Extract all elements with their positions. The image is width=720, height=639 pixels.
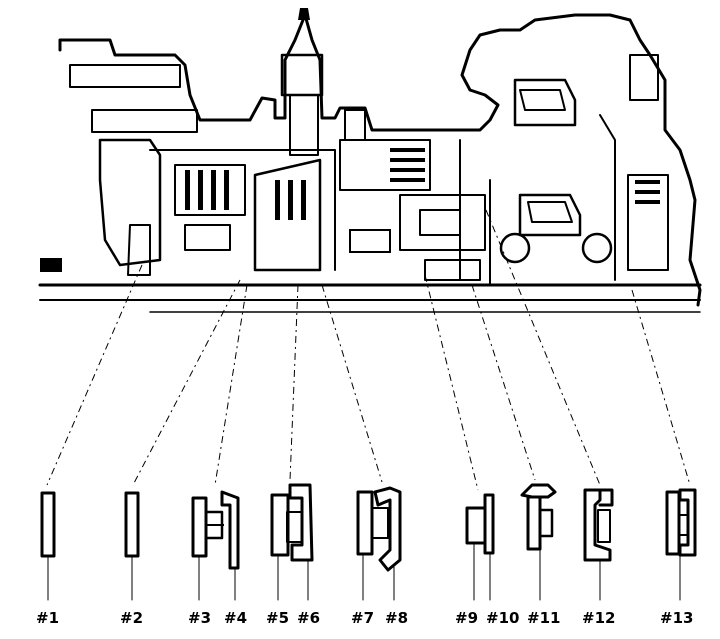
label-4: #4: [224, 609, 247, 627]
leader-line-4: [289, 284, 299, 481]
label-10: #10: [486, 609, 519, 627]
label-8: #8: [385, 609, 408, 627]
leader-lines: [46, 209, 691, 491]
bearing-12-shape: [583, 488, 614, 562]
bearing-13-shape: [665, 488, 697, 557]
label-3: #3: [188, 609, 211, 627]
clutch-pack-left: [174, 164, 246, 251]
bearing-details: [40, 483, 697, 601]
bearing-9-10-shape: [465, 493, 495, 555]
tapered-bearings: [499, 78, 613, 264]
label-6: #6: [297, 609, 320, 627]
bearing-labels: #1 #2 #3 #4 #5 #6 #7 #8 #9 #10 #11 #12 #…: [36, 609, 693, 627]
leader-line-1: [46, 264, 143, 486]
bushing-1-shape: [40, 491, 56, 558]
leader-line-7: [471, 284, 536, 481]
leader-line-6: [424, 274, 479, 491]
label-2: #2: [120, 609, 143, 627]
clutch-pack-middle: [253, 158, 322, 272]
label-9: #9: [455, 609, 478, 627]
label-1: #1: [36, 609, 59, 627]
leader-line-5: [321, 284, 383, 483]
leader-line-3: [214, 284, 248, 486]
leader-line-9: [631, 289, 691, 486]
leader-line-2: [132, 279, 241, 486]
label-12: #12: [582, 609, 615, 627]
bearing-11-shape: [520, 483, 557, 551]
clutch-pack-right: [339, 109, 431, 253]
label-13: #13: [660, 609, 693, 627]
label-11: #11: [527, 609, 560, 627]
transmission-cross-section: [38, 8, 702, 313]
leader-line-8: [485, 209, 601, 486]
clutch-pack-end: [627, 54, 669, 271]
bearing-7-8-shape: [356, 486, 402, 572]
label-7: #7: [351, 609, 374, 627]
label-5: #5: [266, 609, 289, 627]
bearing-3-4-shape: [191, 490, 240, 570]
gear-set: [399, 194, 486, 281]
bearing-5-6-shape: [270, 483, 314, 562]
bushing-2-shape: [124, 491, 140, 558]
